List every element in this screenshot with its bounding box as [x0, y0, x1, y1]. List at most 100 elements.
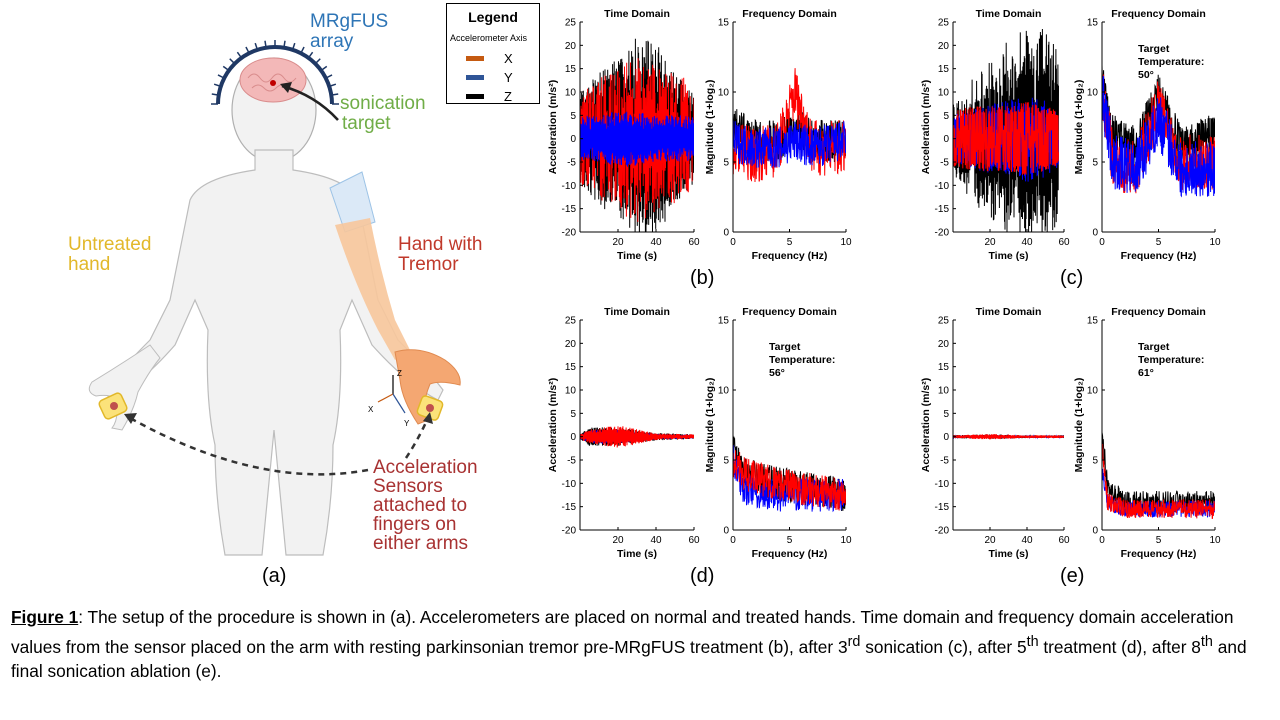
- legend-label-y: Y: [504, 70, 513, 85]
- panel-label-d: (d): [690, 565, 715, 587]
- y-tick-label: 20: [565, 41, 577, 52]
- panel-label-a: (a): [262, 565, 287, 587]
- y-tick-label: 0: [1092, 526, 1098, 537]
- array-element: [229, 58, 236, 65]
- y-tick-label: -20: [935, 526, 950, 537]
- x-axis-label: Frequency (Hz): [752, 250, 828, 262]
- svg-text:hand: hand: [68, 254, 110, 275]
- legend-subtitle: Accelerometer Axis: [450, 33, 528, 43]
- y-tick-label: 20: [938, 339, 950, 350]
- svg-text:attached to: attached to: [373, 495, 467, 516]
- y-tick-label: -15: [935, 502, 950, 513]
- x-axis-label: Time (s): [988, 250, 1028, 262]
- series-X: [580, 426, 694, 448]
- y-tick-label: 10: [565, 88, 577, 99]
- untreated-label: Untreated: [68, 234, 151, 255]
- y-axis-label: Acceleration (m/s²): [547, 80, 559, 175]
- series-X: [953, 434, 1064, 440]
- y-tick-label: 15: [938, 362, 950, 373]
- series-X: [953, 102, 1059, 175]
- y-axis-label: Magnitude (1+log₂): [704, 80, 716, 175]
- legend-swatch-x: [466, 56, 484, 61]
- target-label: sonication: [340, 93, 426, 114]
- panel-label-b: (b): [690, 267, 715, 289]
- figure-label: Figure 1: [11, 607, 79, 627]
- x-tick-label: 5: [787, 237, 793, 248]
- array-element: [325, 74, 333, 79]
- chart-title: Time Domain: [604, 306, 670, 318]
- x-tick-label: 40: [650, 535, 662, 546]
- y-tick-label: 10: [938, 386, 950, 397]
- array-element: [264, 40, 267, 48]
- y-tick-label: -20: [562, 228, 577, 239]
- x-axis-label: Time (s): [617, 250, 657, 262]
- y-tick-label: -5: [567, 456, 576, 467]
- array-element: [211, 93, 219, 96]
- target-temperature-annotation: 50°: [1138, 69, 1154, 81]
- target-temperature-annotation: Target: [769, 341, 801, 353]
- y-tick-label: 15: [718, 18, 730, 29]
- y-tick-label: 0: [943, 134, 949, 145]
- legend-label-z: Z: [504, 89, 512, 104]
- array-element: [245, 46, 250, 54]
- tremor-label: Hand with: [398, 234, 483, 255]
- x-tick-label: 10: [1209, 535, 1221, 546]
- axis-z-label: Z: [397, 369, 402, 378]
- y-axis-label: Magnitude (1+log₂): [1073, 378, 1085, 473]
- svg-text:either arms: either arms: [373, 533, 468, 554]
- x-axis-label: Frequency (Hz): [1121, 548, 1197, 560]
- y-tick-label: -5: [940, 456, 949, 467]
- chart-title: Frequency Domain: [742, 8, 837, 20]
- series-Y: [1102, 75, 1215, 198]
- y-tick-label: -5: [940, 158, 949, 169]
- x-tick-label: 60: [688, 237, 700, 248]
- y-tick-label: 25: [938, 18, 950, 29]
- array-element: [314, 58, 321, 65]
- x-tick-label: 5: [1156, 535, 1162, 546]
- y-tick-label: -10: [562, 479, 577, 490]
- chart-title: Frequency Domain: [742, 306, 837, 318]
- array-element: [213, 83, 222, 88]
- x-tick-label: 0: [730, 237, 736, 248]
- axis-y-label: Y: [404, 419, 410, 428]
- svg-text:target: target: [342, 113, 391, 134]
- y-tick-label: 5: [570, 409, 576, 420]
- x-tick-label: 60: [1058, 237, 1070, 248]
- x-tick-label: 10: [1209, 237, 1221, 248]
- y-tick-label: 0: [1092, 228, 1098, 239]
- array-ticks: [211, 40, 339, 105]
- legend-swatch-z: [466, 94, 484, 99]
- array-element: [217, 74, 225, 79]
- x-tick-label: 20: [984, 535, 996, 546]
- y-tick-label: 25: [565, 316, 577, 327]
- y-tick-label: 15: [718, 316, 730, 327]
- x-tick-label: 40: [650, 237, 662, 248]
- x-tick-label: 10: [840, 535, 852, 546]
- sonication-target-dot: [270, 80, 276, 86]
- y-tick-label: 5: [1092, 158, 1098, 169]
- series-Y: [733, 120, 846, 168]
- chart-title: Frequency Domain: [1111, 306, 1206, 318]
- array-element: [320, 65, 328, 72]
- x-axis-label: Time (s): [617, 548, 657, 560]
- y-tick-label: -20: [935, 228, 950, 239]
- y-tick-label: -10: [935, 479, 950, 490]
- array-element: [331, 93, 339, 96]
- array-element: [307, 51, 314, 59]
- target-temperature-annotation: 61°: [1138, 367, 1154, 379]
- sensor-label: Acceleration Sensors attached to fingers…: [373, 457, 478, 554]
- y-tick-label: 10: [938, 88, 950, 99]
- y-tick-label: 5: [723, 456, 729, 467]
- axis-x-label: X: [368, 405, 374, 414]
- panel-label-e: (e): [1060, 565, 1085, 587]
- y-tick-label: 15: [565, 362, 577, 373]
- y-axis-label: Acceleration (m/s²): [547, 378, 559, 473]
- array-element: [283, 40, 286, 48]
- array-element: [291, 42, 296, 51]
- y-tick-label: 0: [570, 134, 576, 145]
- mrgfus-array: [216, 45, 334, 105]
